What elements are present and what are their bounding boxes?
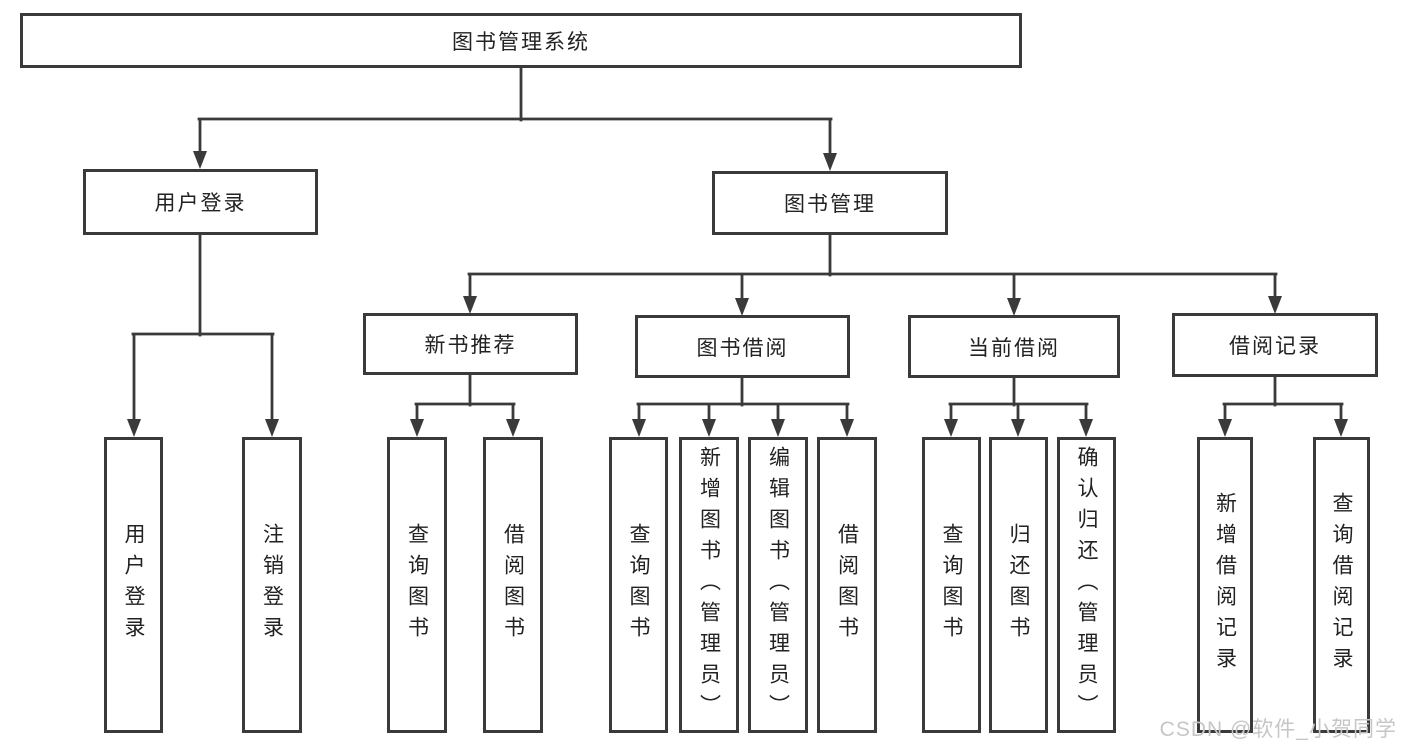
leaf-query-books-current: 查询图书 bbox=[922, 437, 981, 733]
leaf-add-books-admin-label: 新增图书（管理员） bbox=[697, 445, 721, 725]
leaf-logout-label: 注销登录 bbox=[260, 523, 284, 647]
leaf-add-borrow-record: 新增借阅记录 bbox=[1197, 437, 1253, 733]
leaf-confirm-return-admin: 确认归还（管理员） bbox=[1057, 437, 1116, 733]
leaf-query-books-borrow-label: 查询图书 bbox=[627, 523, 650, 647]
leaf-borrow-books-recommend-label: 借阅图书 bbox=[501, 523, 525, 647]
leaf-borrow-books-label: 借阅图书 bbox=[835, 523, 859, 647]
leaf-return-books: 归还图书 bbox=[989, 437, 1048, 733]
node-user-login: 用户登录 bbox=[83, 169, 318, 235]
node-user-login-label: 用户登录 bbox=[154, 192, 247, 215]
node-book-borrow-label: 图书借阅 bbox=[696, 336, 789, 360]
node-root-label: 图书管理系统 bbox=[452, 30, 590, 54]
leaf-return-books-label: 归还图书 bbox=[1007, 523, 1030, 647]
leaf-borrow-books: 借阅图书 bbox=[817, 437, 877, 733]
leaf-query-books-borrow: 查询图书 bbox=[609, 437, 668, 733]
leaf-edit-books-admin: 编辑图书（管理员） bbox=[748, 437, 808, 733]
node-current-borrow-label: 当前借阅 bbox=[968, 336, 1060, 360]
node-root: 图书管理系统 bbox=[20, 13, 1022, 68]
node-current-borrow: 当前借阅 bbox=[908, 315, 1120, 378]
node-new-book-recommend-label: 新书推荐 bbox=[424, 334, 517, 357]
leaf-edit-books-admin-label: 编辑图书（管理员） bbox=[766, 445, 790, 725]
leaf-add-books-admin: 新增图书（管理员） bbox=[679, 437, 739, 733]
leaf-confirm-return-admin-label: 确认归还（管理员） bbox=[1075, 445, 1098, 725]
csdn-watermark: CSDN @软件_小贺同学 bbox=[1159, 718, 1397, 741]
leaf-query-books-recommend-label: 查询图书 bbox=[405, 523, 429, 647]
leaf-query-books-recommend: 查询图书 bbox=[387, 437, 447, 733]
node-book-management-label: 图书管理 bbox=[784, 193, 876, 216]
leaf-user-login-label: 用户登录 bbox=[122, 523, 145, 647]
node-new-book-recommend: 新书推荐 bbox=[363, 313, 578, 375]
leaf-logout: 注销登录 bbox=[242, 437, 302, 733]
leaf-user-login: 用户登录 bbox=[104, 437, 163, 733]
connector-path bbox=[131, 66, 1344, 424]
leaf-borrow-books-recommend: 借阅图书 bbox=[483, 437, 543, 733]
leaf-add-borrow-record-label: 新增借阅记录 bbox=[1213, 492, 1237, 678]
node-book-management: 图书管理 bbox=[712, 171, 948, 235]
arrowheads bbox=[127, 151, 1348, 437]
node-borrow-record: 借阅记录 bbox=[1172, 313, 1378, 377]
leaf-query-borrow-record-label: 查询借阅记录 bbox=[1330, 492, 1353, 678]
node-borrow-record-label: 借阅记录 bbox=[1229, 335, 1321, 358]
node-book-borrow: 图书借阅 bbox=[635, 315, 850, 378]
leaf-query-books-current-label: 查询图书 bbox=[940, 523, 963, 647]
leaf-query-borrow-record: 查询借阅记录 bbox=[1313, 437, 1370, 733]
